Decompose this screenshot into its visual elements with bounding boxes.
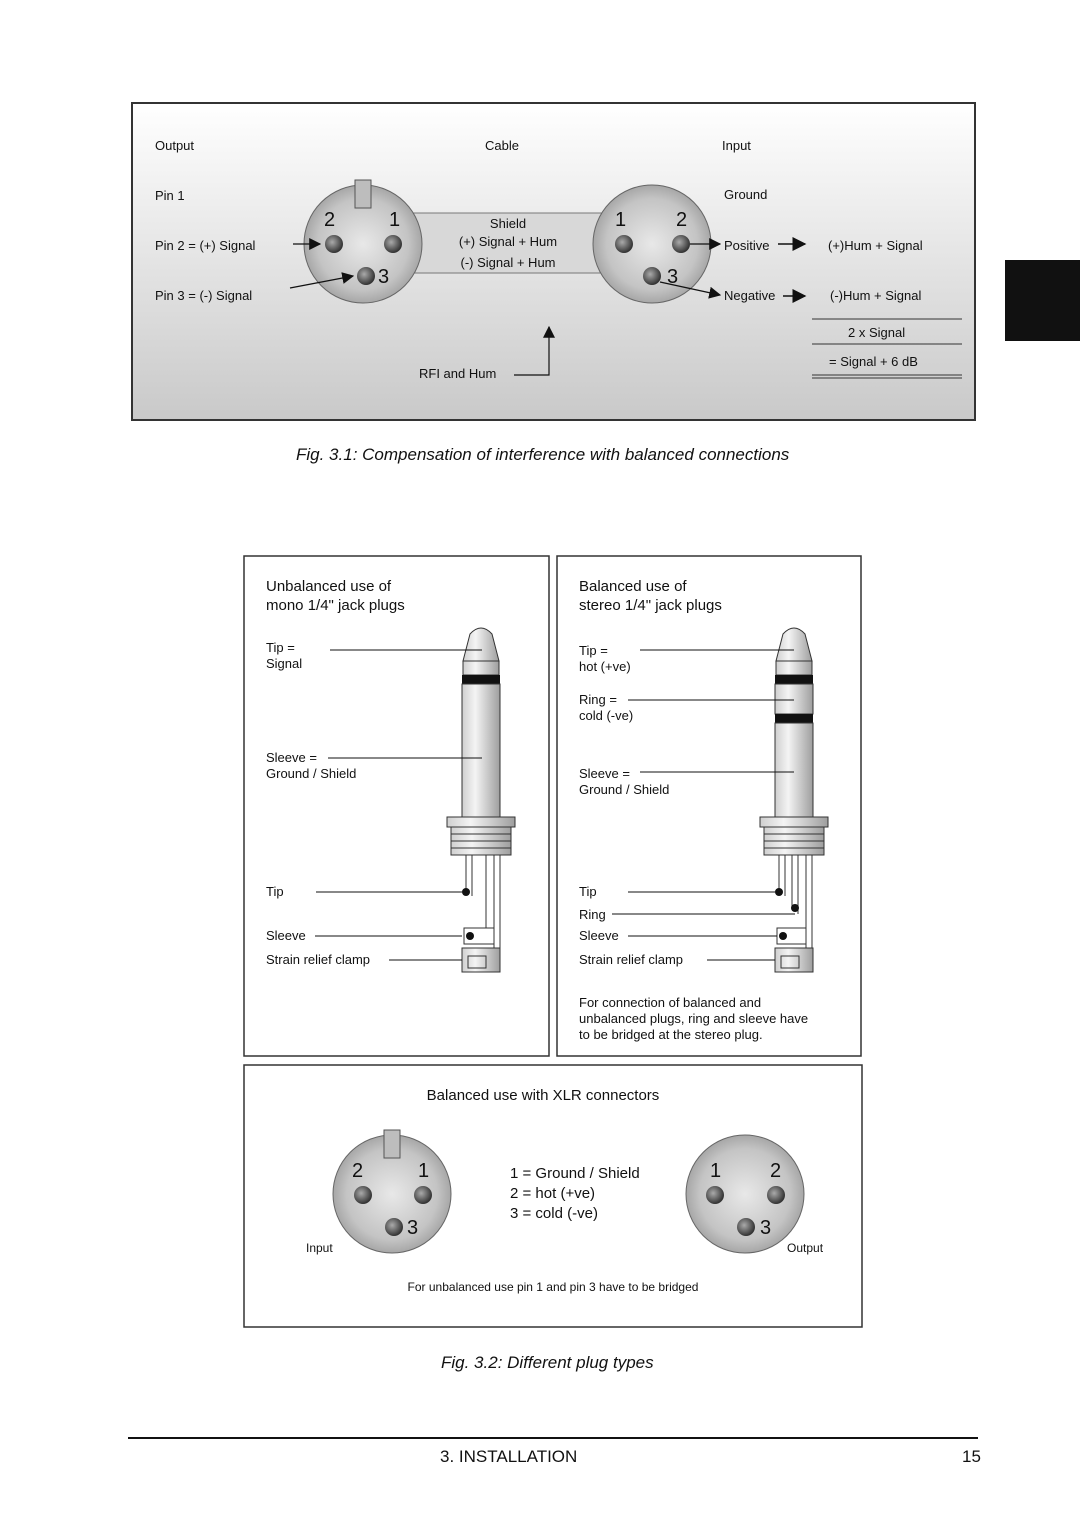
xlr-output-label: Output (787, 1241, 824, 1255)
label-rfi-hum: RFI and Hum (419, 366, 496, 381)
stereo-panel (556, 555, 862, 1057)
footer-rule (128, 1437, 978, 1439)
stereo-sleeve-2: Ground / Shield (579, 782, 669, 797)
stereo-tip: Tip (579, 884, 597, 899)
arrow-rfi (514, 325, 555, 376)
label-plus-hum-signal: (+)Hum + Signal (828, 238, 923, 253)
xlr-input-num-3: 3 (667, 266, 678, 288)
xlr-input-num-1: 1 (615, 209, 626, 231)
mono-sleeve-2: Ground / Shield (266, 766, 356, 781)
stereo-tip-1: Tip = (579, 643, 608, 658)
xlr-output-key (354, 179, 372, 209)
mono-panel (243, 555, 550, 1057)
fig-3-2-diagram: Unbalanced use of mono 1/4" jack plugs T… (243, 555, 863, 1328)
label-minus-hum-signal: (-)Hum + Signal (830, 288, 921, 303)
mono-title-2: mono 1/4" jack plugs (266, 597, 405, 614)
fig-3-2-caption: Fig. 3.2: Different plug types (441, 1353, 654, 1372)
mono-tip-2: Signal (266, 656, 302, 671)
xlr-output-num-1: 1 (389, 209, 400, 231)
xlr-output-plug-num-3: 3 (760, 1217, 771, 1239)
stereo-note-3: to be bridged at the stereo plug. (579, 1027, 763, 1042)
label-minus-signal-hum: (-) Signal + Hum (461, 255, 556, 270)
fig-3-1-caption: Fig. 3.1: Compensation of interference w… (296, 445, 790, 464)
label-shield: Shield (490, 216, 526, 231)
label-negative: Negative (724, 288, 775, 303)
label-2x-signal: 2 x Signal (848, 325, 905, 340)
xlr-input-plug-num-1: 1 (418, 1160, 429, 1182)
xlr-input-label: Input (306, 1241, 333, 1255)
stereo-title-2: stereo 1/4" jack plugs (579, 597, 722, 614)
label-ground: Ground (724, 187, 767, 202)
xlr-input-plug-key (383, 1129, 401, 1159)
mono-sleeve: Sleeve (266, 928, 306, 943)
section-tab-marker (1005, 260, 1080, 341)
xlr-legend-1: 1 = Ground / Shield (510, 1165, 640, 1182)
arrow-pin3 (289, 272, 355, 289)
stereo-sleeve: Sleeve (579, 928, 619, 943)
xlr-output-plug (685, 1134, 805, 1254)
xlr-input-plug-num-3: 3 (407, 1217, 418, 1239)
xlr-output-plug-num-1: 1 (710, 1160, 721, 1182)
xlr-output-pin-2 (325, 235, 343, 253)
footer-section-title: 3. INSTALLATION (440, 1447, 578, 1466)
arrow-negative-in (659, 281, 722, 299)
xlr-output-num-3: 3 (378, 266, 389, 288)
xlr-output-plug-num-2: 2 (770, 1160, 781, 1182)
mono-sleeve-1: Sleeve = (266, 750, 317, 765)
stereo-strain: Strain relief clamp (579, 952, 683, 967)
label-output: Output (155, 138, 194, 153)
xlr-output-pin-3 (357, 267, 375, 285)
stereo-note-1: For connection of balanced and (579, 995, 761, 1010)
mono-tip-1: Tip = (266, 640, 295, 655)
label-pin3: Pin 3 = (-) Signal (155, 288, 252, 303)
fig-3-1-diagram: Output Cable Input Pin 1 Pin 2 = (+) Sig… (131, 102, 976, 421)
stereo-tip-2: hot (+ve) (579, 659, 631, 674)
label-input: Input (722, 138, 751, 153)
xlr-input-pin-3 (643, 267, 661, 285)
stereo-title-1: Balanced use of (579, 578, 687, 595)
label-positive: Positive (724, 238, 770, 253)
stereo-jack-plug (759, 627, 829, 973)
xlr-output-num-2: 2 (324, 209, 335, 231)
xlr-input-num-2: 2 (676, 209, 687, 231)
xlr-input-pin-2 (672, 235, 690, 253)
mono-title-1: Unbalanced use of (266, 578, 392, 595)
label-cable: Cable (485, 138, 519, 153)
xlr-output-pin-1 (384, 235, 402, 253)
xlr-note: For unbalanced use pin 1 and pin 3 have … (408, 1280, 699, 1294)
page-number: 15 (962, 1447, 981, 1466)
label-signal-6db: = Signal + 6 dB (829, 354, 918, 369)
mono-tip: Tip (266, 884, 284, 899)
stereo-ring: Ring (579, 907, 606, 922)
xlr-input-pin-1 (615, 235, 633, 253)
stereo-sleeve-1: Sleeve = (579, 766, 630, 781)
label-plus-signal-hum: (+) Signal + Hum (459, 234, 557, 249)
xlr-input-plug-num-2: 2 (352, 1160, 363, 1182)
stereo-ring-2: cold (-ve) (579, 708, 633, 723)
xlr-legend-3: 3 = cold (-ve) (510, 1205, 598, 1222)
xlr-legend-2: 2 = hot (+ve) (510, 1185, 595, 1202)
stereo-note-2: unbalanced plugs, ring and sleeve have (579, 1011, 808, 1026)
mono-jack-plug (446, 627, 516, 973)
xlr-title: Balanced use with XLR connectors (427, 1087, 660, 1104)
label-pin1: Pin 1 (155, 188, 185, 203)
label-pin2: Pin 2 = (+) Signal (155, 238, 256, 253)
mono-strain: Strain relief clamp (266, 952, 370, 967)
stereo-ring-1: Ring = (579, 692, 617, 707)
